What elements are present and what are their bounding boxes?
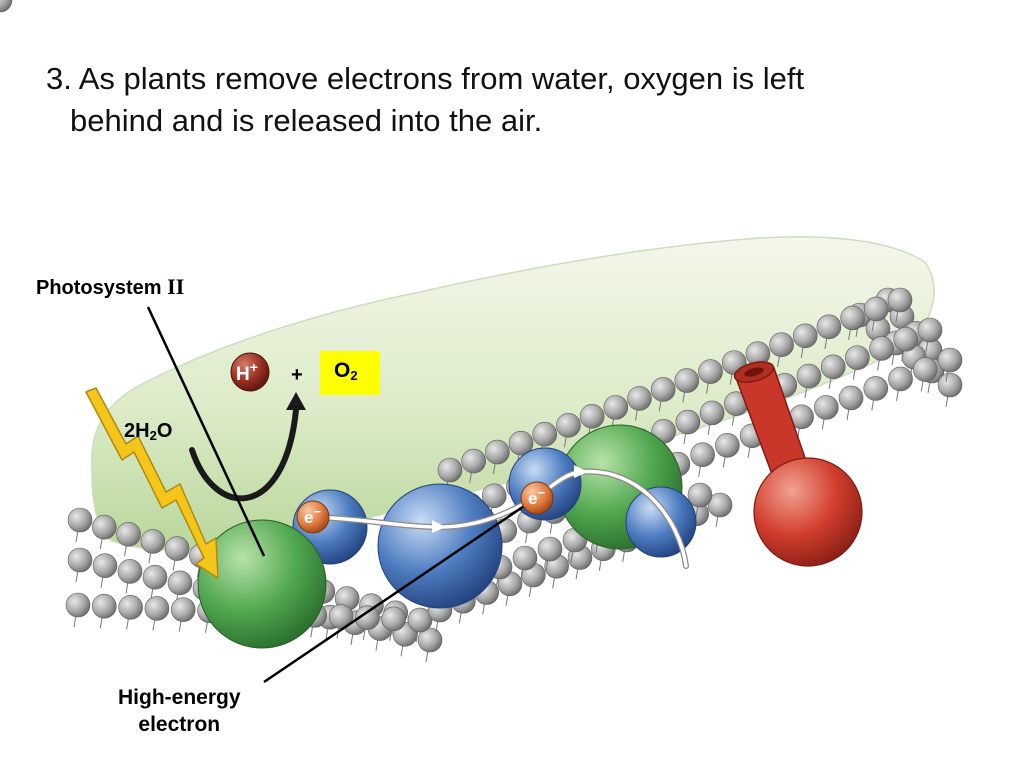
electron-2-symbol: e — [528, 489, 537, 508]
lipid-head — [627, 386, 652, 411]
electron-2-charge: − — [537, 485, 545, 500]
lipid-head — [142, 564, 168, 590]
lipid-head — [715, 432, 740, 458]
atp-synthase — [733, 361, 863, 567]
lipid-head — [816, 314, 842, 340]
lipid-head — [532, 421, 558, 447]
lipid-head — [117, 559, 143, 584]
lipid-head — [687, 482, 713, 508]
hydrogen-ion — [230, 352, 270, 392]
electron-1-charge: − — [313, 504, 321, 519]
lipid-head — [170, 597, 196, 622]
lipid-head — [650, 377, 676, 402]
lipid-head — [603, 395, 629, 420]
photosystem-ii-protein — [197, 519, 327, 649]
lipid-head — [407, 607, 433, 633]
lipid-head — [869, 336, 894, 361]
caption-line-2: behind and is released into the air. — [70, 103, 543, 138]
lipid-head — [838, 385, 864, 411]
lipid-head — [537, 536, 563, 562]
lipid-head — [116, 521, 141, 547]
hydrogen-ion-symbol: H — [236, 364, 250, 385]
electron-pointer-line — [263, 496, 537, 684]
plus-sign: + — [291, 364, 303, 386]
photosystem-roman-numeral: II — [167, 274, 185, 299]
lipid-head — [556, 412, 581, 438]
svg-text:e−: e− — [304, 504, 321, 527]
lipid-head — [864, 296, 889, 322]
lipid-head — [863, 376, 889, 401]
lipid-head — [699, 400, 725, 426]
oxygen-highlight-box — [320, 351, 380, 395]
hydrogen-ion-charge: + — [250, 359, 258, 375]
arrowhead-up-icon — [286, 392, 306, 410]
lipid-head — [792, 323, 818, 349]
lipid-head — [481, 483, 507, 509]
lipid-head — [769, 332, 794, 358]
lipid-head — [91, 514, 117, 540]
lightning-bolt-icon — [85, 387, 219, 579]
lipid-head — [690, 442, 715, 468]
lipid-head — [674, 368, 700, 393]
lipid-head — [140, 529, 166, 554]
lipid-head — [820, 354, 846, 380]
lipid-head — [167, 570, 193, 596]
lipid-head — [508, 430, 534, 456]
lipid-head — [461, 448, 486, 474]
electron-2 — [520, 481, 554, 515]
lipid-head — [381, 606, 406, 632]
lipid-head — [675, 409, 701, 435]
electron-1-symbol: e — [304, 508, 313, 527]
lipid-head — [0, 0, 13, 13]
lipid-head — [917, 317, 943, 343]
lipid-head — [796, 363, 822, 389]
lipid-head — [888, 366, 913, 392]
lipid-head — [164, 536, 190, 561]
lipid-head — [912, 357, 938, 382]
lipid-head — [118, 595, 143, 620]
lipid-head — [67, 547, 93, 573]
lipid-head — [512, 545, 538, 571]
lipid-head — [893, 326, 919, 352]
arrowhead-icon — [432, 520, 446, 533]
electron-1 — [296, 500, 330, 534]
lipid-head — [417, 627, 443, 653]
slide-caption: 3. As plants remove electrons from water… — [46, 58, 946, 142]
svg-text:H+: H+ — [236, 359, 258, 385]
lipid-head — [698, 359, 723, 384]
high-energy-electron-label: High-energy electron — [118, 686, 241, 736]
protein-blue-large — [377, 483, 503, 609]
lipid-head — [845, 345, 870, 370]
oxygen-label: O2 — [334, 359, 358, 383]
water-splitting-arrow — [189, 407, 299, 502]
lipid-head — [937, 347, 963, 373]
photosystem-label: Photosystem II — [36, 274, 185, 299]
svg-text:e−: e− — [528, 485, 545, 508]
lipid-head — [840, 305, 865, 331]
water-label: 2H2O — [124, 420, 173, 443]
lipid-head — [485, 439, 510, 465]
lipid-head — [65, 592, 91, 618]
lipid-head — [355, 605, 380, 630]
lipid-head — [937, 372, 963, 398]
lipid-head — [707, 492, 733, 518]
lipid-head — [144, 596, 170, 621]
lipid-head — [814, 395, 839, 420]
lipid-head — [887, 287, 913, 313]
lipid-head — [579, 404, 605, 429]
lipid-head — [92, 593, 117, 619]
lipid-head — [92, 553, 118, 579]
caption-line-1: 3. As plants remove electrons from water… — [46, 61, 805, 96]
lipid-head — [67, 507, 93, 533]
protein-blue-right-small — [625, 486, 697, 558]
arrowhead-icon — [574, 465, 588, 478]
lipid-head — [437, 457, 463, 483]
photosystem-pointer-line — [146, 306, 266, 557]
